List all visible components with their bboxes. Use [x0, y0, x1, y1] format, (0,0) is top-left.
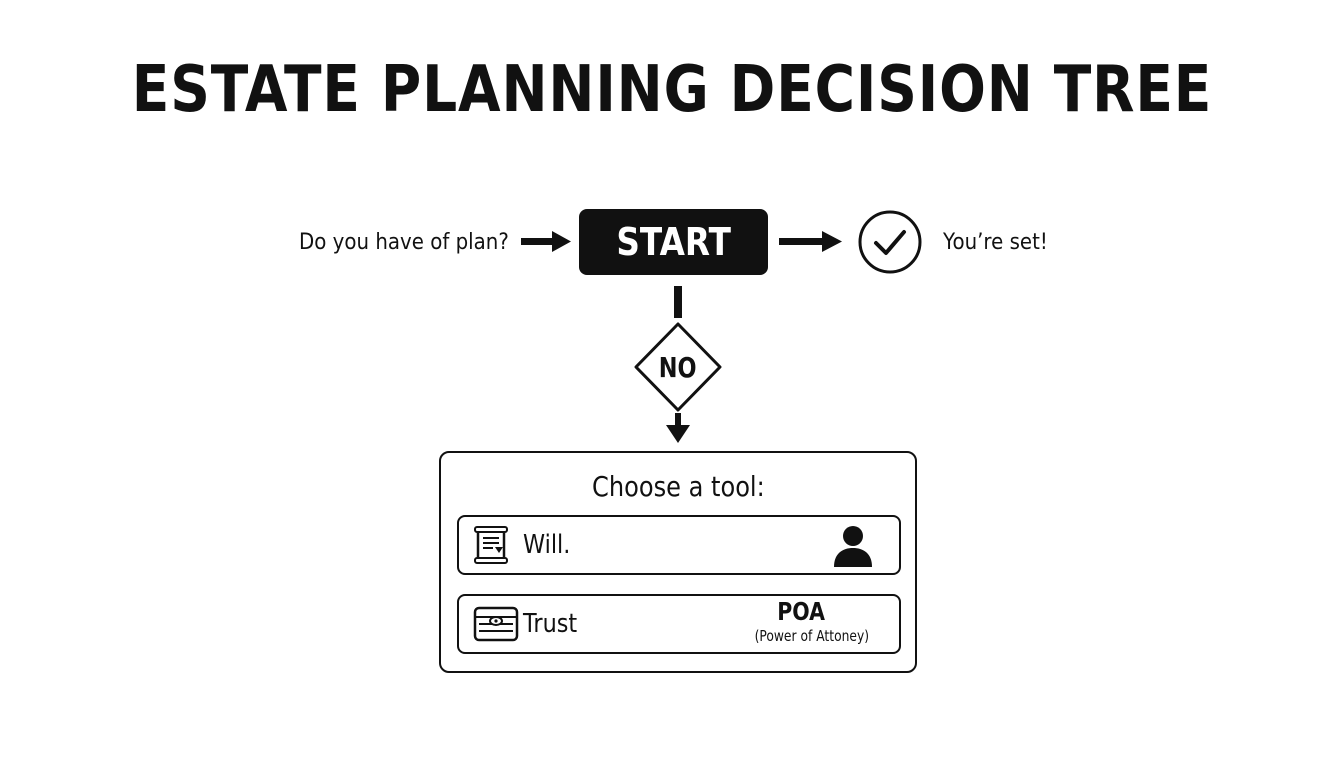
- done-text: You’re set!: [943, 230, 1048, 255]
- tool-option-will[interactable]: Will.: [457, 515, 901, 575]
- tool-panel-heading: Choose a tool:: [441, 469, 915, 505]
- decision-diamond: [634, 322, 722, 412]
- tool-option-trust[interactable]: Trust POA (Power of Attoney): [457, 594, 901, 654]
- plan-question: Do you have of plan?: [299, 230, 509, 255]
- scroll-document-icon: [474, 526, 508, 564]
- tool-panel: Choose a tool: Will. Trust POA: [439, 451, 917, 673]
- arrow-start-to-done: [779, 231, 842, 252]
- start-label: START: [616, 220, 731, 264]
- decision-label-text: NO: [659, 350, 697, 384]
- trust-label: Trust: [523, 609, 578, 639]
- connector-start-to-decision: [674, 286, 682, 318]
- check-circle-icon: [858, 210, 922, 274]
- decision-label: NO: [638, 349, 718, 385]
- poa-label-text: POA: [777, 597, 825, 626]
- poa-subtitle-text: (Power of Attoney): [754, 627, 870, 645]
- tool-panel-heading-text: Choose a tool:: [591, 470, 765, 503]
- page-title: ESTATE PLANNING DECISION TREE: [131, 53, 1213, 127]
- poa-label: POA: [721, 597, 881, 627]
- arrow-question-to-start: [521, 231, 571, 252]
- treasure-chest-icon: [473, 606, 519, 642]
- will-label: Will.: [523, 530, 571, 560]
- start-button[interactable]: START: [579, 209, 768, 275]
- arrow-decision-to-tools: [666, 413, 690, 443]
- poa-subtitle: (Power of Attoney): [727, 627, 897, 645]
- person-icon: [834, 526, 872, 567]
